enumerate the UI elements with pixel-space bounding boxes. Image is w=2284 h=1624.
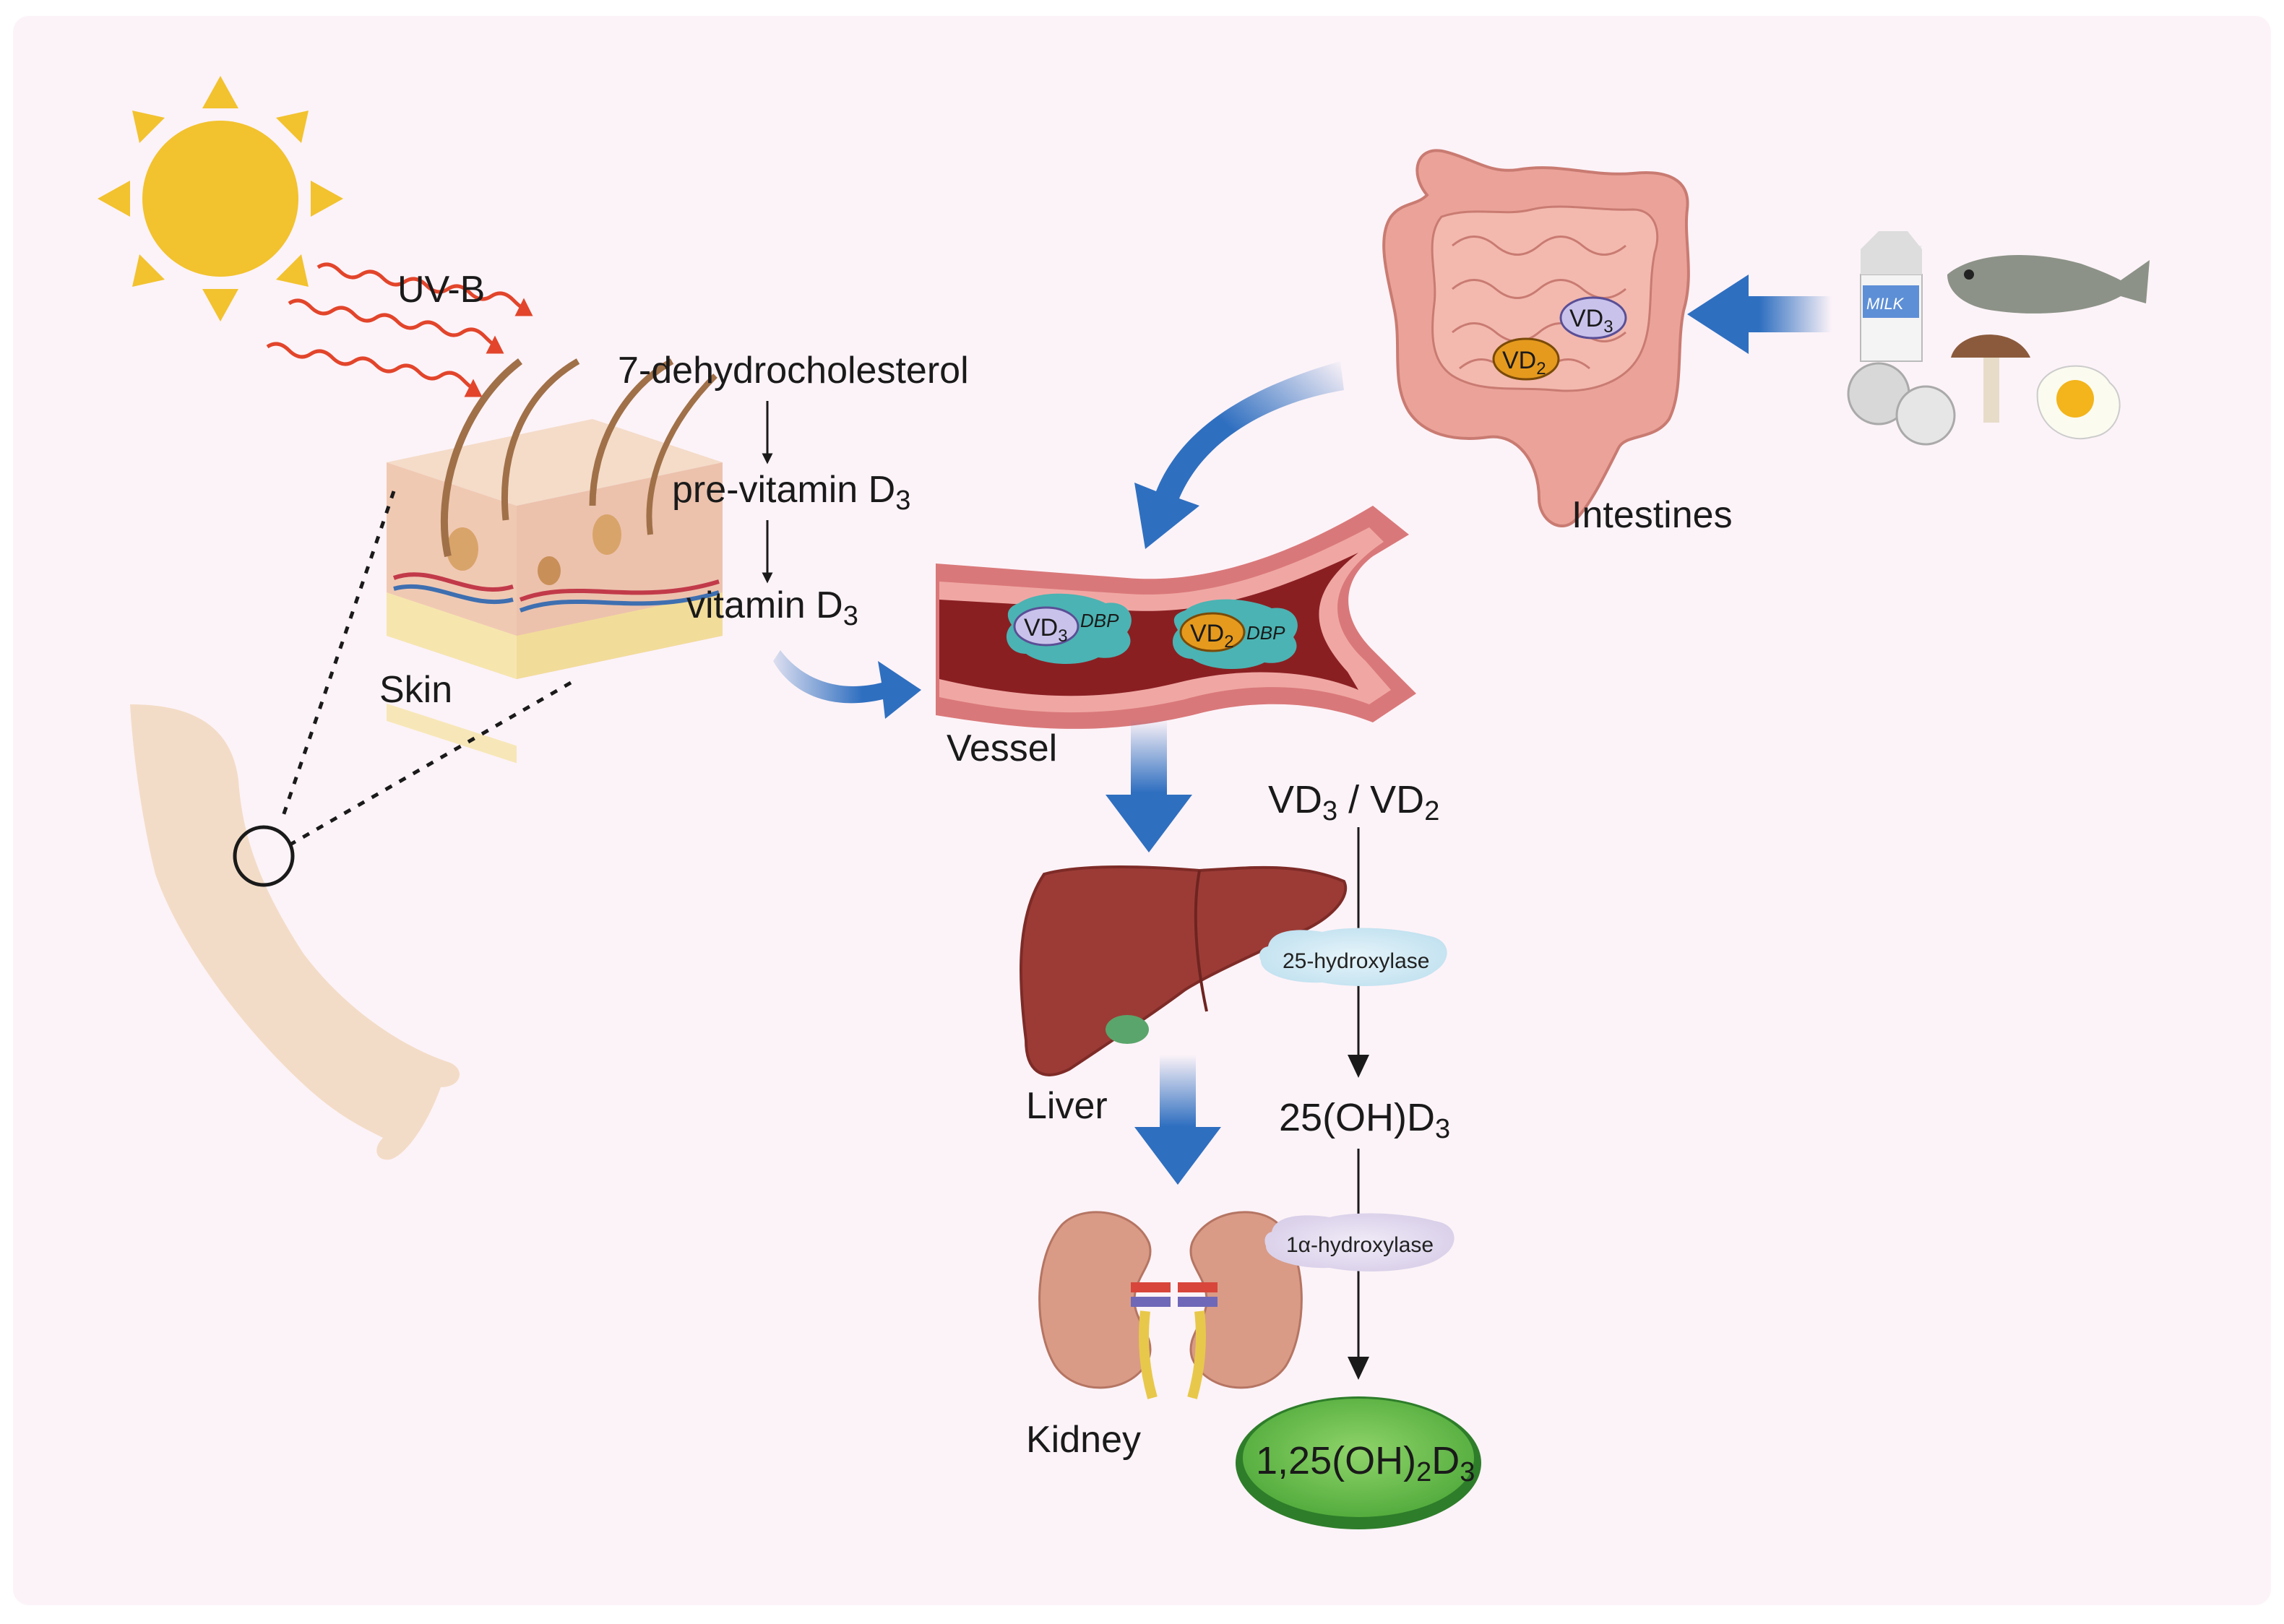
vitamin-d3-label: vitamin D3 xyxy=(686,584,858,631)
enzyme-1a-label: 1α-hydroxylase xyxy=(1286,1233,1434,1257)
dbp-label-1: DBP xyxy=(1080,610,1119,631)
vd2-dbp-complex: VD2 DBP xyxy=(1172,599,1298,670)
intestines-illustration: VD3 VD2 xyxy=(1382,149,1690,528)
intestine-to-vessel-arrow xyxy=(1134,361,1344,549)
zoom-lines xyxy=(280,491,572,847)
liver-to-kidney-arrow xyxy=(1134,1055,1221,1185)
vessel-label: Vessel xyxy=(947,727,1057,769)
vd3-dbp-complex: VD3 DBP xyxy=(1006,593,1132,665)
vd3-in-vessel: VD3 xyxy=(1024,614,1068,646)
skin-label: Skin xyxy=(379,669,452,711)
vd3-in-intestine: VD3 xyxy=(1569,305,1613,337)
calcitriol-molecule: 1,25(OH)2D3 xyxy=(1236,1396,1481,1529)
egg-icon xyxy=(2036,365,2121,440)
fish-icon xyxy=(1947,255,2150,314)
milk-carton-icon: MILK xyxy=(1860,231,1923,362)
calcitriol-label: 1,25(OH)2D3 xyxy=(1256,1439,1475,1487)
dbp-label-2: DBP xyxy=(1246,622,1285,644)
liver-label: Liver xyxy=(1026,1085,1108,1127)
uvb-rays-icon xyxy=(266,262,533,397)
uvb-label: UV-B xyxy=(397,269,485,311)
food-sources: MILK xyxy=(1847,231,2150,446)
mushroom-icon xyxy=(1951,334,2030,423)
enzyme-1a-hydroxylase: 1α-hydroxylase xyxy=(1264,1213,1455,1271)
milk-label: MILK xyxy=(1866,295,1905,313)
kidney-label: Kidney xyxy=(1026,1419,1141,1461)
liver-illustration xyxy=(1019,865,1348,1076)
skin-to-vessel-arrow xyxy=(773,650,921,719)
arm-illustration xyxy=(130,704,460,1160)
food-to-intestine-arrow xyxy=(1687,275,1832,354)
dehydrocholesterol-label: 7-dehydrocholesterol xyxy=(618,350,969,392)
zoom-circle xyxy=(233,825,295,887)
skin-illustration xyxy=(387,358,723,764)
vd3-vd2-label: VD3 / VD2 xyxy=(1268,778,1439,826)
kidney-illustration xyxy=(1038,1211,1303,1399)
enzyme-25-label: 25-hydroxylase xyxy=(1283,949,1429,973)
vd2-in-vessel: VD2 xyxy=(1190,620,1234,652)
oh-d3-label: 25(OH)D3 xyxy=(1279,1096,1450,1144)
previtamin-label: pre-vitamin D3 xyxy=(672,469,910,516)
intestines-label: Intestines xyxy=(1572,494,1733,536)
enzyme-25-hydroxylase: 25-hydroxylase xyxy=(1259,928,1447,986)
vd2-in-intestine: VD2 xyxy=(1502,347,1546,379)
sun-icon xyxy=(98,76,343,321)
tablets-icon xyxy=(1847,362,1956,446)
vessel-to-liver-arrow xyxy=(1106,719,1192,852)
